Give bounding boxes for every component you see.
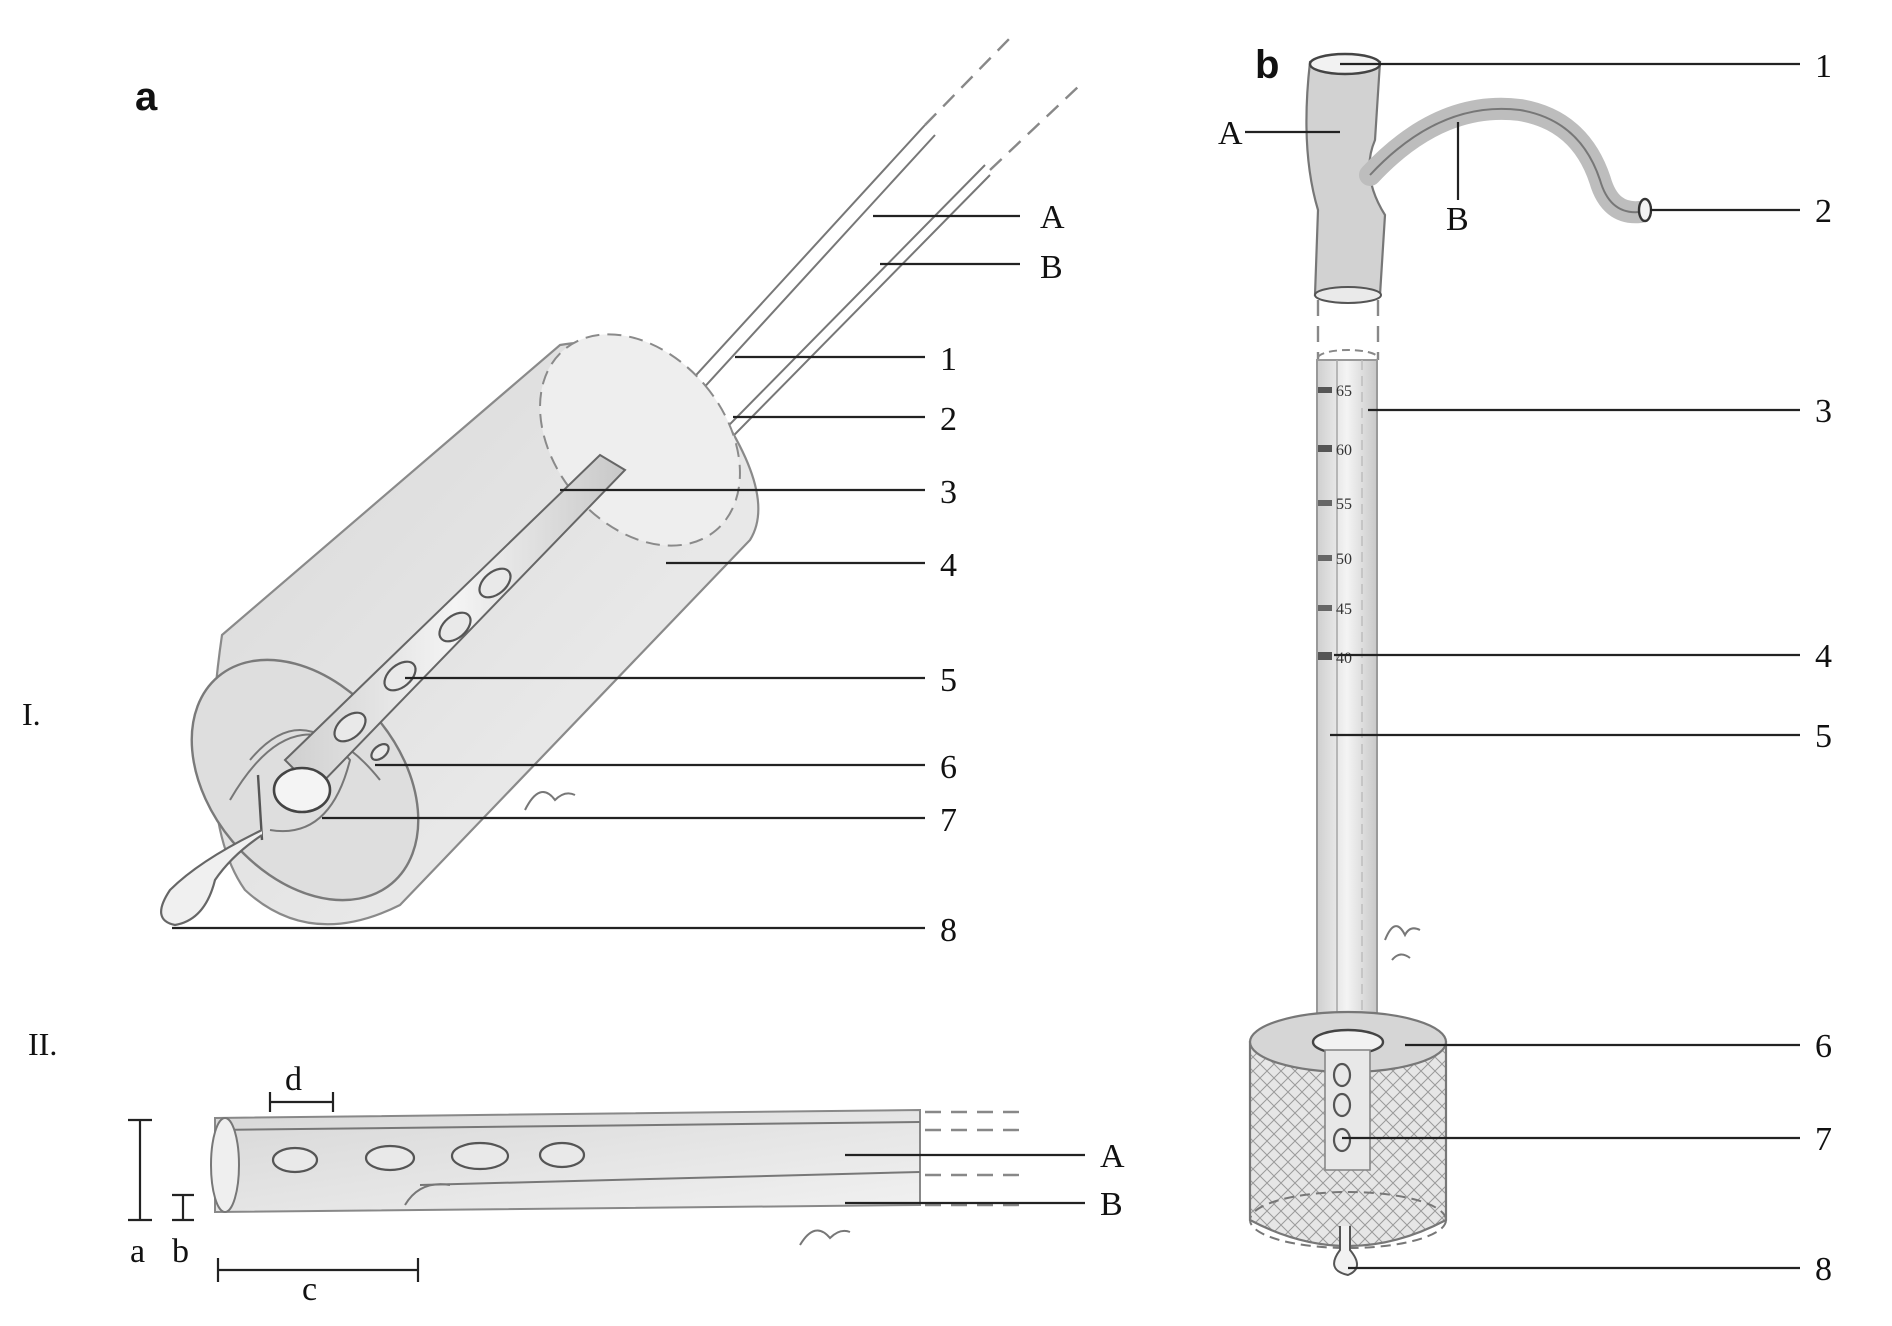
- connector-B-arm-outline: [1369, 107, 1641, 214]
- label-a-I-3: 3: [940, 474, 957, 511]
- panel-b: b 65: [1218, 43, 1832, 1288]
- side-tube-inner-top: [214, 1121, 921, 1131]
- tick-mark-60: [1318, 445, 1332, 452]
- signature-a-II: [799, 1229, 851, 1246]
- hole-3: [383, 660, 417, 692]
- mesh-cylinder-bottom-rim: [1249, 1191, 1447, 1249]
- side-tube-B-end: [404, 1183, 451, 1206]
- tube-opening: [272, 766, 332, 814]
- label-b-1: 1: [1815, 48, 1832, 85]
- tube-B-dashed: [989, 84, 1081, 171]
- front-face-swirl: [249, 729, 352, 833]
- labels-part-I: A B 1 2 3 4 5 6 7 8: [940, 199, 1065, 949]
- label-b-3: 3: [1815, 393, 1832, 430]
- part-II-label: II.: [28, 1026, 57, 1062]
- cylinder-drawing: [160, 37, 1081, 927]
- tube-body: [1316, 359, 1378, 1051]
- tick-45: 45: [1336, 601, 1352, 618]
- y-connector: [1305, 52, 1653, 304]
- tick-mark-55: [1318, 500, 1332, 506]
- connector-B-outlet: [1637, 197, 1653, 223]
- tube-A-dashed: [924, 37, 1011, 126]
- mesh-cylinder: [1248, 1010, 1448, 1277]
- dim-c: c: [302, 1271, 317, 1308]
- front-face-swirl-2: [229, 733, 381, 801]
- leaders-part-I: [172, 214, 1020, 930]
- label-b-A: A: [1218, 115, 1243, 152]
- tick-40: 40: [1336, 650, 1352, 667]
- label-a-I-5: 5: [940, 662, 957, 699]
- tick-65: 65: [1336, 383, 1352, 400]
- drop: [160, 829, 263, 927]
- label-b-B: B: [1446, 201, 1469, 238]
- tick-mark-65: [1318, 387, 1332, 393]
- label-b-8: 8: [1815, 1251, 1832, 1288]
- dimension-marks: [128, 1092, 420, 1282]
- leaders-part-II: [845, 1153, 1085, 1205]
- scale: 65 60 55 50 45 40: [1318, 383, 1352, 667]
- side-hole-1: [271, 1146, 319, 1174]
- b-drop: [1333, 1226, 1358, 1277]
- signature-b: [1384, 925, 1421, 961]
- panel-a-letter: a: [135, 75, 158, 119]
- connector-bottom-rim: [1314, 286, 1382, 304]
- label-b-7: 7: [1815, 1121, 1832, 1158]
- label-a-I-7: 7: [940, 802, 957, 839]
- label-a-II-B: B: [1100, 1186, 1123, 1223]
- side-hole-4: [538, 1141, 586, 1169]
- measuring-tube: 65 60 55 50 45 40: [1316, 300, 1421, 1051]
- tube-side-view: [210, 1108, 1020, 1246]
- hole-5: [370, 742, 390, 762]
- tick-mark-50: [1318, 555, 1332, 561]
- label-a-I-A: A: [1040, 199, 1065, 236]
- label-a-I-2: 2: [940, 401, 957, 438]
- part-I-label: I.: [22, 696, 41, 732]
- tick-55: 55: [1336, 496, 1352, 513]
- label-b-6: 6: [1815, 1028, 1832, 1065]
- side-tube-end: [210, 1117, 240, 1213]
- tick-mark-40: [1318, 652, 1332, 660]
- leaders-panel-b: [1245, 62, 1800, 1270]
- signature-a-I: [524, 791, 576, 811]
- label-b-2: 2: [1815, 193, 1832, 230]
- label-a-I-1: 1: [940, 341, 957, 378]
- panel-b-letter: b: [1255, 43, 1279, 87]
- label-a-I-4: 4: [940, 547, 957, 584]
- panel-a: a I. II.: [22, 37, 1125, 1308]
- hole-1: [478, 567, 512, 599]
- label-b-4: 4: [1815, 638, 1832, 675]
- hole-2: [438, 611, 472, 643]
- dim-d: d: [285, 1061, 302, 1098]
- b-hole-2: [1332, 1092, 1352, 1118]
- tick-50: 50: [1336, 551, 1352, 568]
- labels-panel-b: A B 1 2 3 4 5 6 7 8: [1218, 48, 1832, 1288]
- label-a-I-B: B: [1040, 249, 1063, 286]
- tick-mark-45: [1318, 605, 1332, 611]
- b-hole-1: [1332, 1062, 1352, 1088]
- dimension-labels: a b c d: [130, 1061, 317, 1308]
- dim-b: b: [172, 1233, 189, 1270]
- label-a-I-8: 8: [940, 912, 957, 949]
- side-hole-2: [364, 1144, 416, 1172]
- side-tube-inner-B: [419, 1171, 921, 1186]
- label-a-II-A: A: [1100, 1138, 1125, 1175]
- dim-a: a: [130, 1233, 145, 1270]
- tick-60: 60: [1336, 442, 1352, 459]
- b-hole-3: [1332, 1127, 1352, 1153]
- hole-4: [333, 711, 367, 743]
- side-hole-3: [450, 1141, 510, 1171]
- label-a-I-6: 6: [940, 749, 957, 786]
- connector-B-arm: [1359, 97, 1651, 224]
- label-b-5: 5: [1815, 718, 1832, 755]
